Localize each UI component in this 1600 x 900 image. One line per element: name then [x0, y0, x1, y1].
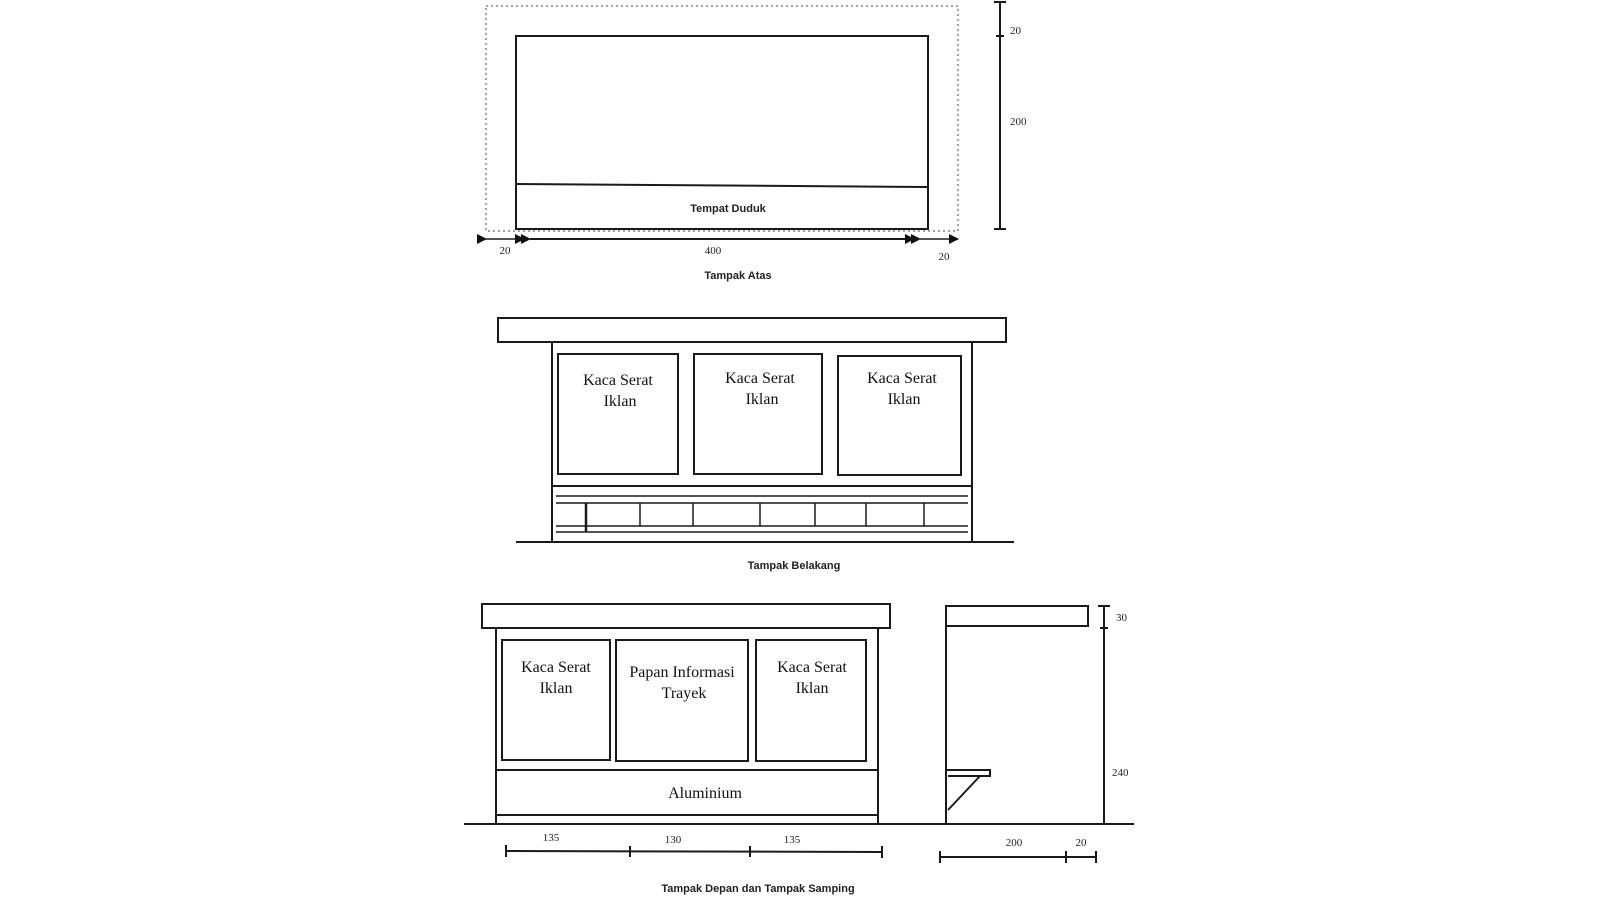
dim-width-value: 400: [705, 245, 722, 257]
rear-view-caption: Tampak Belakang: [748, 560, 841, 572]
front-dim-2-value: 130: [665, 834, 682, 846]
front-side-caption: Tampak Depan dan Tampak Samping: [661, 883, 854, 895]
front-panel-3-line2: Iklan: [796, 680, 829, 697]
dim-depth-value: 200: [1010, 116, 1027, 128]
front-panel-1: [501, 639, 611, 761]
dim-left-value: 20: [500, 245, 512, 257]
front-dim-1-value: 135: [543, 832, 560, 844]
side-seat: [946, 769, 991, 777]
rear-panel-3: [837, 355, 962, 476]
rear-panel-1-line1: Kaca Serat: [583, 372, 653, 389]
rear-view: Kaca Serat Iklan Kaca Serat Iklan Kaca S…: [497, 317, 1014, 572]
roof-outline-dashed: [485, 5, 959, 232]
front-roof: [481, 603, 891, 629]
side-seat-brace: [947, 775, 981, 811]
rear-panel-3-line2: Iklan: [888, 391, 921, 408]
side-dim-overhang-value: 20: [1076, 837, 1088, 849]
front-base-label: Aluminium: [668, 785, 742, 802]
rear-panel-1: [557, 353, 679, 475]
front-panel-3-line1: Kaca Serat: [777, 659, 847, 676]
rear-panel-2-line2: Iklan: [746, 391, 779, 408]
seat-label: Tempat Duduk: [690, 203, 766, 215]
rear-panel-2: [693, 353, 823, 475]
top-view: Tempat Duduk 20 400 20 Tampak Atas 20 20…: [477, 1, 1027, 282]
side-roof: [945, 605, 1089, 627]
front-dim-line: [505, 850, 883, 853]
top-view-floor: [515, 35, 929, 230]
rear-panel-1-line2: Iklan: [604, 393, 637, 410]
seat-line: [515, 183, 929, 188]
side-dim-height-value: 240: [1112, 767, 1129, 779]
front-dim-3-value: 135: [784, 834, 801, 846]
rear-roof: [497, 317, 1007, 343]
front-panel-3: [755, 639, 867, 762]
front-panel-2: [615, 639, 749, 762]
side-dim-depth-value: 200: [1006, 837, 1023, 849]
front-panel-2-line2: Trayek: [662, 685, 707, 702]
front-base: [495, 769, 879, 816]
rear-panel-2-line1: Kaca Serat: [725, 370, 795, 387]
top-view-caption: Tampak Atas: [704, 270, 771, 282]
front-view: Kaca Serat Iklan Papan Informasi Trayek …: [464, 603, 1134, 858]
side-view: 30 240 200 20: [939, 605, 1129, 863]
dim-right-value: 20: [939, 251, 951, 263]
rear-panel-3-line1: Kaca Serat: [867, 370, 937, 387]
front-panel-1-line2: Iklan: [540, 680, 573, 697]
front-panel-1-line1: Kaca Serat: [521, 659, 591, 676]
front-panel-2-line1: Papan Informasi: [629, 664, 735, 681]
side-dim-roof-value: 30: [1116, 612, 1128, 624]
dim-top-value: 20: [1010, 25, 1022, 37]
